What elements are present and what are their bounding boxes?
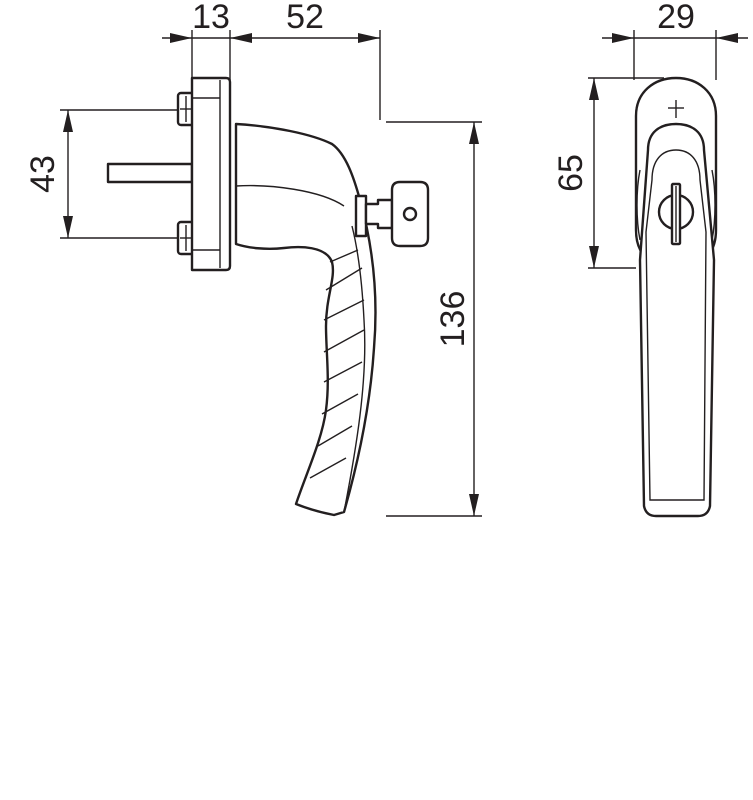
key: [354, 180, 430, 248]
front-view: [634, 76, 718, 518]
rosette-plate: [190, 76, 232, 272]
dimension-label-screw-spacing: 43: [24, 155, 62, 193]
lock-cylinder: [657, 182, 695, 246]
dimension-label-front-width: 29: [657, 0, 695, 36]
front-handle: [638, 122, 716, 518]
lower-screw: [176, 220, 196, 256]
dimension-label-base-thickness: 13: [192, 0, 230, 36]
spindle: [106, 162, 194, 184]
dimension-lines: [60, 30, 748, 517]
dimension-label-total-length: 136: [434, 291, 472, 348]
handle-body: [234, 122, 377, 517]
dimension-label-projection: 52: [286, 0, 324, 36]
dimension-label-rosette-height: 65: [552, 154, 590, 192]
side-view: [106, 76, 430, 517]
